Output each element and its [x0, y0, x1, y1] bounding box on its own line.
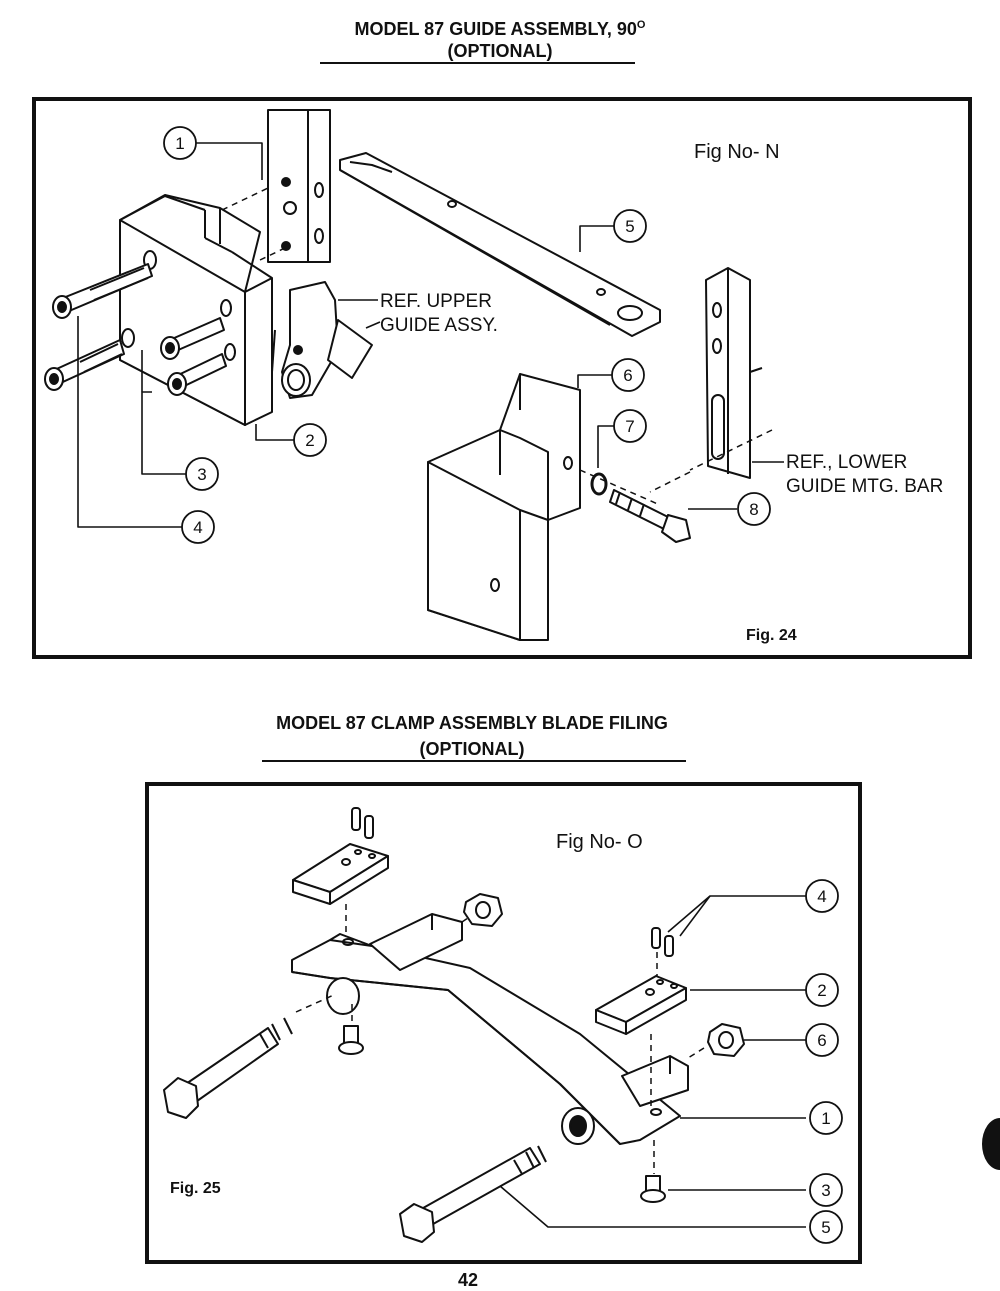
- clamp-arm: [291, 933, 681, 1145]
- figure-o-alignment-lines: [295, 904, 705, 1174]
- callout-n-1: 1: [175, 134, 184, 153]
- figure-o-fig-no: Fig No- O: [556, 831, 643, 853]
- figure-n-callout-numbers: 1 5 6 7 8 2 3 4: [175, 134, 758, 537]
- ref-upper-label-line1: REF. UPPER: [380, 291, 492, 312]
- ref-upper-label-line2: GUIDE ASSY.: [380, 315, 498, 336]
- bolt-upper: [163, 1017, 293, 1119]
- callout-o-4: 4: [817, 887, 826, 906]
- figure-n-fig-no: Fig No- N: [694, 141, 780, 163]
- alignment-lines: [221, 187, 773, 506]
- ref-lower-guide-mtg-bar: [705, 267, 763, 479]
- figure-n-frame: [32, 97, 972, 659]
- callout-n-5: 5: [625, 217, 634, 236]
- figure-o-subtitle: (OPTIONAL): [419, 739, 525, 759]
- part-7-washer: [590, 472, 608, 496]
- figure-o-callout-circles: [805, 879, 843, 1244]
- figure-o-drawing: [163, 807, 843, 1244]
- pins-part-4: [651, 927, 674, 957]
- figure-o-frame: [145, 782, 862, 1264]
- screw-part-3: [640, 1175, 666, 1203]
- part-8-bolt: [609, 489, 691, 543]
- figure-n-drawing: [44, 109, 784, 641]
- figure-o-caption: Fig. 25: [170, 1180, 221, 1197]
- part-3-short-screws: [160, 317, 227, 396]
- ref-lower-label-line1: REF., LOWER: [786, 452, 907, 473]
- callout-o-3: 3: [821, 1181, 830, 1200]
- figure-o-callout-numbers: 4 2 6 1 3 5: [817, 887, 830, 1237]
- callout-n-6: 6: [623, 366, 632, 385]
- figure-n-caption: Fig. 24: [746, 627, 797, 644]
- figure-n-subtitle: (OPTIONAL): [447, 41, 553, 61]
- scan-ink-blot: [982, 1118, 1000, 1170]
- callout-n-4: 4: [193, 518, 202, 537]
- figure-n-title-rule: [320, 62, 635, 64]
- figure-o-title: MODEL 87 CLAMP ASSEMBLY BLADE FILING: [276, 713, 668, 733]
- callout-o-6: 6: [817, 1031, 826, 1050]
- figure-n-title-text: MODEL 87 GUIDE ASSEMBLY, 90: [354, 19, 637, 39]
- degree-symbol: O: [636, 19, 646, 31]
- ref-lower-label-line2: GUIDE MTG. BAR: [786, 476, 943, 497]
- square-tube-upper: [369, 913, 463, 971]
- screw-upper: [338, 1025, 364, 1055]
- callout-n-3: 3: [197, 465, 206, 484]
- callout-n-7: 7: [625, 417, 634, 436]
- square-tube-lower: [621, 1055, 689, 1107]
- figure-n-leaders: [77, 142, 784, 528]
- ref-upper-guide-assy: [271, 281, 373, 399]
- hex-nut-part-6: [707, 1023, 745, 1057]
- part-1-vertical-bar: [267, 109, 331, 263]
- callout-o-5: 5: [821, 1218, 830, 1237]
- figure-n-title: MODEL 87 GUIDE ASSEMBLY, 90O: [0, 12, 1000, 42]
- page-number: 42: [458, 1270, 479, 1290]
- hex-nut-upper: [463, 893, 503, 927]
- part-5-flat-bar: [339, 152, 661, 337]
- figure-o-leaders: [499, 895, 806, 1228]
- callout-n-8: 8: [749, 500, 758, 519]
- collar-upper: [326, 977, 360, 1015]
- bolt-lower-part-5: [399, 1145, 547, 1243]
- clamp-plate-right-part-2: [595, 975, 687, 1035]
- part-4-long-screws: [44, 263, 153, 391]
- figure-n-callout-circles: [163, 126, 771, 544]
- figure-o-title-rule: [262, 760, 686, 762]
- callout-o-1: 1: [821, 1109, 830, 1128]
- callout-n-2: 2: [305, 431, 314, 450]
- part-6-l-bracket: [427, 373, 581, 641]
- callout-o-2: 2: [817, 981, 826, 1000]
- clamp-plate-left: [292, 807, 389, 905]
